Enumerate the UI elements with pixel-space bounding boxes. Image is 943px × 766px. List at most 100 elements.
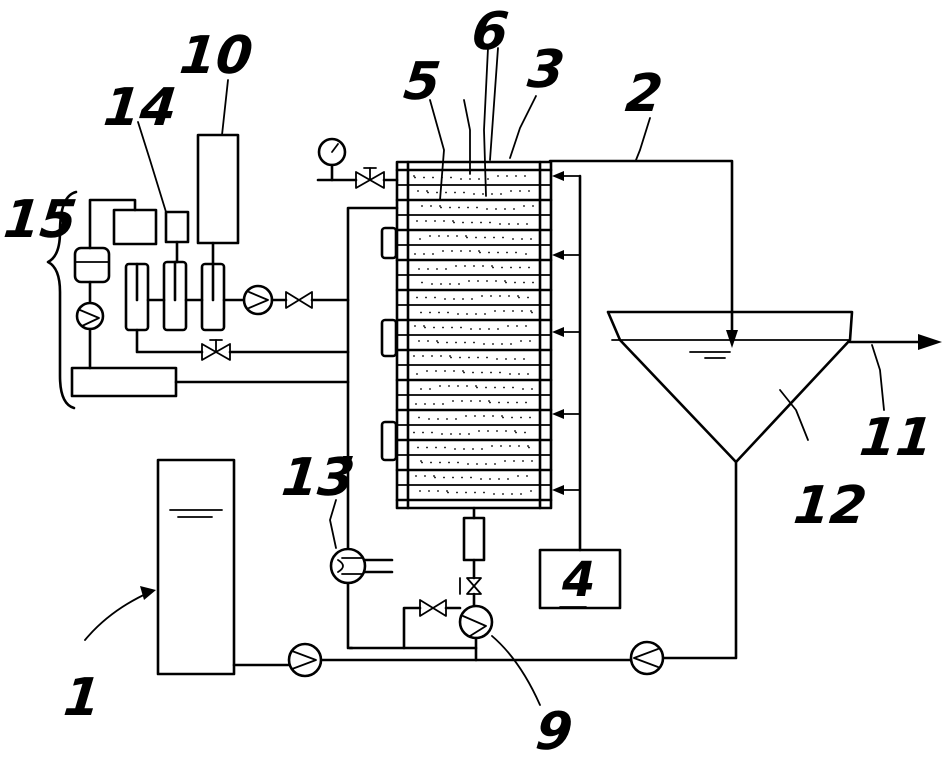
packing-dot <box>512 238 514 240</box>
packing-dot <box>499 371 501 374</box>
packing-dot <box>438 235 440 237</box>
packing-dot <box>459 356 461 359</box>
packing-dot <box>501 415 503 417</box>
packing-dot <box>437 490 439 492</box>
packing-dot <box>446 490 448 492</box>
packing-dot <box>426 370 428 372</box>
packing-dot <box>471 221 473 224</box>
packing-dot <box>515 431 517 434</box>
packing-dot <box>507 478 509 480</box>
packing-dot <box>520 340 522 342</box>
packing-dot <box>430 205 432 207</box>
packing-dot <box>468 433 470 435</box>
packing-dot <box>532 205 534 207</box>
packing-dot <box>450 433 452 435</box>
packing-dot <box>486 356 488 359</box>
packing-dot <box>513 460 515 462</box>
packing-dot <box>489 221 491 224</box>
packing-dot <box>499 295 501 297</box>
packing-dot <box>521 238 523 240</box>
packing-dot <box>449 206 451 209</box>
packing-dot <box>463 371 465 374</box>
packing-dot <box>428 490 430 492</box>
packing-dot <box>465 415 467 417</box>
packing-dot <box>473 265 475 267</box>
packing-dot <box>486 208 488 210</box>
packing-dot <box>467 206 469 209</box>
packing-dot <box>525 325 527 327</box>
packing-dot <box>487 430 489 432</box>
label-13: 13 <box>278 448 358 508</box>
packing-dot <box>501 343 503 345</box>
packing-dot <box>516 325 518 327</box>
packing-dot <box>429 235 431 237</box>
packing-dot <box>424 403 426 405</box>
packing-dot <box>418 416 420 419</box>
packing-dot <box>478 178 480 180</box>
packing-dot <box>419 490 421 492</box>
label-14: 14 <box>100 78 180 138</box>
packing-dot <box>423 176 425 179</box>
packing-dot <box>508 295 510 297</box>
packing-dot <box>414 253 416 255</box>
packing-dot <box>520 493 522 495</box>
packing-dot <box>514 430 516 432</box>
packing-dot <box>466 385 468 387</box>
packing-dot <box>453 370 455 372</box>
packing-dot <box>480 478 482 480</box>
packing-dot <box>462 221 464 224</box>
packing-dot <box>490 371 492 374</box>
packing-dot <box>481 448 483 450</box>
label-2: 2 <box>622 64 666 124</box>
packing-dot <box>493 236 495 239</box>
packing-dot <box>491 265 493 267</box>
packing-dot <box>502 236 504 239</box>
packing-dot <box>518 373 520 375</box>
packing-dot <box>457 313 459 315</box>
packing-dot <box>426 446 428 449</box>
packing-dot <box>483 491 485 494</box>
packing-dot <box>450 356 452 359</box>
packing-dot <box>532 281 534 284</box>
packing-dot <box>465 491 467 494</box>
packing-dot <box>456 235 458 237</box>
packing-dot <box>453 298 455 300</box>
packing-dot <box>488 251 490 254</box>
packing-dot <box>511 493 513 495</box>
packing-dot <box>455 418 457 420</box>
packing-dot <box>501 266 503 269</box>
packing-dot <box>506 175 508 177</box>
packing-dot <box>420 311 422 314</box>
packing-dot <box>421 461 423 464</box>
packing-dot <box>515 175 517 177</box>
packing-dot <box>452 476 454 479</box>
packing-dot <box>519 190 521 192</box>
packing-dot <box>433 475 435 477</box>
packing-dot <box>452 220 454 222</box>
packing-dot <box>446 418 448 420</box>
packing-dot <box>443 220 445 222</box>
packing-dot <box>453 221 455 224</box>
packing-dot <box>444 370 446 372</box>
packing-dot <box>470 400 472 402</box>
packing-dot <box>529 416 531 419</box>
packing-dot <box>530 490 532 492</box>
packing-dot <box>460 250 462 252</box>
packing-dot <box>528 266 530 269</box>
packing-dot <box>470 328 472 330</box>
packing-dot <box>504 208 506 210</box>
packing-dot <box>530 310 532 312</box>
packing-dot <box>489 401 491 404</box>
packing-dot <box>494 463 496 465</box>
packing-dot <box>509 373 511 375</box>
packing-dot <box>435 370 437 372</box>
packing-dot <box>451 326 453 329</box>
packing-dot <box>423 253 425 255</box>
packing-dot <box>420 460 422 462</box>
packing-dot <box>423 325 425 327</box>
packing-dot <box>413 175 415 177</box>
packing-dot <box>513 208 515 210</box>
packing-dot <box>524 175 526 177</box>
packing-dot <box>492 266 494 269</box>
